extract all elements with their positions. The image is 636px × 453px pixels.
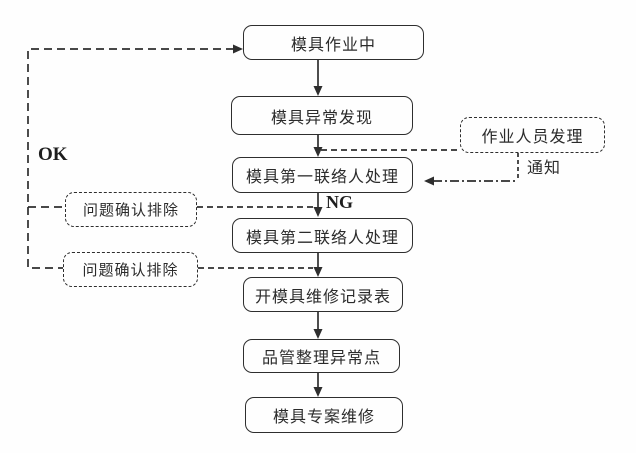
- node-special-repair: 模具专案维修: [245, 397, 403, 433]
- node-mold-working-label: 模具作业中: [290, 36, 376, 54]
- arrow-working-to-abnormality: [313, 60, 323, 96]
- node-abnormality-found: 模具异常发现: [231, 96, 413, 135]
- node-first-contact-label: 模具第一联络人处理: [245, 169, 399, 186]
- arrow-second-contact-to-record: [313, 253, 323, 277]
- edge-label-ng: NG: [326, 192, 353, 212]
- node-second-contact: 模具第二联络人处理: [232, 218, 413, 253]
- node-second-contact-label: 模具第二联络人处理: [245, 229, 399, 247]
- node-first-contact: 模具第一联络人处理: [232, 157, 413, 193]
- node-special-repair-label: 模具专案维修: [272, 409, 375, 426]
- arrow-record-to-qc: [313, 312, 323, 339]
- arrow-abnormality-to-first-contact: [313, 135, 323, 157]
- arrow-first-to-second-contact-ng: [313, 193, 323, 217]
- edge-label-ok: OK: [38, 144, 68, 165]
- node-qc-summary-label: 品管整理异常点: [261, 350, 381, 367]
- node-repair-record: 开模具维修记录表: [243, 277, 403, 312]
- node-operator-handle: 作业人员发理: [460, 117, 605, 153]
- node-problem-cleared-2: 问题确认排除: [63, 252, 198, 287]
- node-mold-working: 模具作业中: [243, 25, 424, 60]
- node-problem-cleared-2-label: 问题确认排除: [82, 262, 179, 279]
- node-qc-summary: 品管整理异常点: [243, 339, 400, 373]
- ok-feedback-dashed-path: [27, 44, 243, 269]
- node-problem-cleared-1: 问题确认排除: [65, 192, 197, 227]
- notify-dashdot-path: [424, 153, 519, 186]
- node-abnormality-found-label: 模具异常发现: [270, 109, 373, 127]
- arrow-qc-to-special-repair: [313, 373, 323, 397]
- node-problem-cleared-1-label: 问题确认排除: [82, 202, 179, 219]
- node-operator-handle-label: 作业人员发理: [481, 129, 584, 146]
- edge-label-notify: 通知: [527, 160, 562, 177]
- node-repair-record-label: 开模具维修记录表: [254, 288, 391, 306]
